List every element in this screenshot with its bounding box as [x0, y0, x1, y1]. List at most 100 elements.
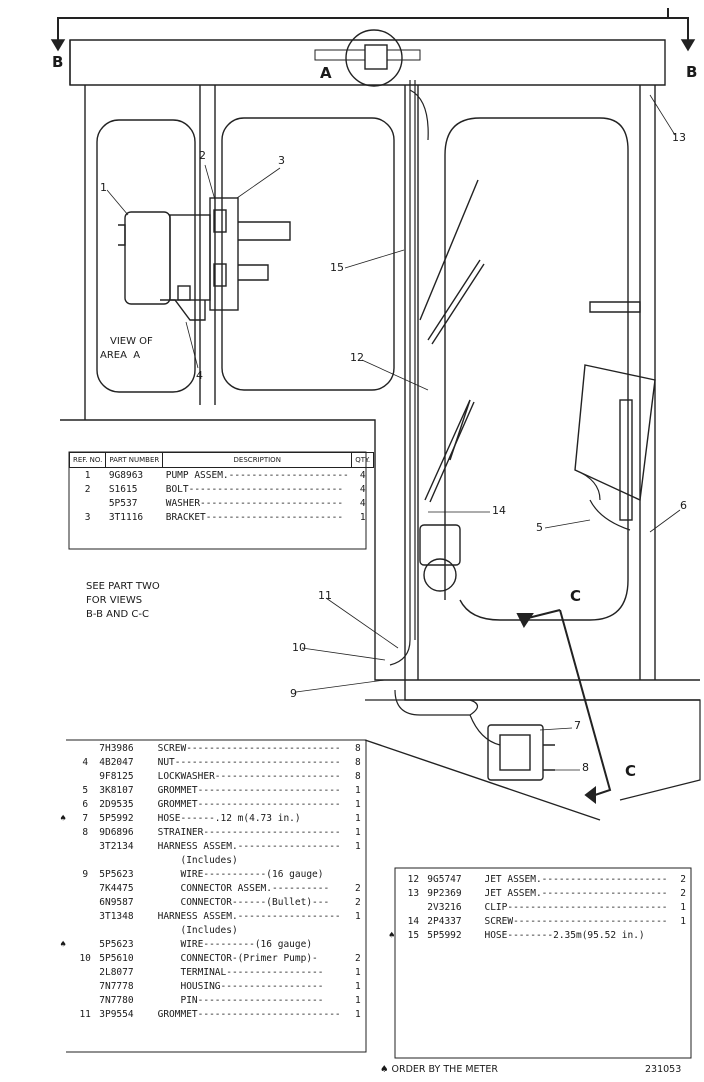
pump-detail — [118, 197, 291, 321]
callout-14: 14 — [492, 504, 506, 517]
part-cell: 5P537 — [108, 497, 138, 509]
mark-cell — [52, 979, 74, 993]
qty-cell: 4 — [359, 469, 366, 481]
part-cell: 9D6896 — [99, 826, 134, 838]
table-row: (Includes) — [52, 923, 368, 937]
callout-11: 11 — [318, 589, 332, 602]
door-handle — [574, 301, 656, 521]
part-cell: 7N7780 — [99, 994, 134, 1006]
mark-cell — [52, 853, 74, 867]
part-cell: 6N9587 — [99, 896, 134, 908]
section-b-right-label: B — [686, 63, 698, 81]
callout-5: 5 — [536, 521, 543, 534]
table-row: 7N7778 HOUSING------------------1 — [52, 979, 368, 993]
ref-cell — [74, 741, 96, 755]
part-cell: S1615 — [108, 483, 138, 495]
qty-cell: 1 — [359, 511, 366, 523]
see-note-line2: FOR VIEWS — [86, 595, 143, 606]
area-a-circle — [314, 29, 421, 87]
mark-cell — [52, 909, 74, 923]
mark-cell — [52, 965, 74, 979]
wiper-arms — [419, 179, 485, 592]
part-cell: 2P4337 — [427, 915, 462, 927]
desc-cell: HARNESS ASSEM.------------------ — [157, 840, 341, 852]
part-cell: 7H3986 — [99, 742, 134, 754]
ref-cell — [74, 965, 96, 979]
view-caption-line1: VIEW OF — [110, 336, 153, 347]
callout-8: 8 — [582, 761, 589, 774]
qty-cell: 8 — [355, 742, 361, 754]
mark-cell — [52, 769, 74, 783]
mark-cell — [52, 825, 74, 839]
qty-cell: 2 — [680, 887, 687, 899]
part-cell: 2D9535 — [99, 798, 134, 810]
qty-cell: 1 — [355, 840, 361, 852]
mark-cell — [52, 839, 74, 853]
mark-cell — [381, 886, 403, 900]
part-cell: 2V3216 — [427, 901, 462, 913]
desc-cell: GROMMET------------------------- — [157, 798, 341, 810]
ref-cell: 8 — [82, 826, 89, 838]
mark-cell — [52, 741, 74, 755]
table3-frame — [394, 867, 692, 1059]
qty-cell — [348, 923, 368, 937]
mark-cell — [52, 867, 74, 881]
mark-cell: ♠ — [388, 929, 395, 941]
mark-cell: ♠ — [60, 938, 66, 950]
section-c-lower-label: C — [625, 762, 637, 780]
callout-1: 1 — [100, 181, 107, 194]
mark-cell — [52, 993, 74, 1007]
part-cell: 9F8125 — [99, 770, 134, 782]
qty-cell: 1 — [355, 1008, 361, 1020]
header-qty: QTY. — [351, 452, 375, 468]
part-cell: 7N7778 — [99, 980, 134, 992]
order-note: ♠ ORDER BY THE METER — [380, 1064, 498, 1075]
callout-10: 10 — [292, 641, 306, 654]
see-note-line3: B-B AND C-C — [86, 609, 149, 620]
ref-cell: 9 — [82, 868, 89, 880]
ref-cell — [74, 881, 96, 895]
qty-cell — [348, 853, 368, 867]
part-cell: 3K8107 — [99, 784, 134, 796]
header-part: PART NUMBER — [105, 452, 164, 468]
desc-cell: HOSE--------2.35m(95.52 in.) — [484, 929, 645, 941]
mark-cell — [52, 881, 74, 895]
ref-cell: 12 — [407, 873, 420, 885]
desc-cell: (Includes) — [157, 924, 238, 936]
desc-cell: JET ASSEM.---------------------- — [484, 887, 668, 899]
part-cell: 5P5623 — [99, 938, 134, 950]
part-cell: 5P5610 — [99, 952, 134, 964]
qty-cell: 1 — [355, 994, 361, 1006]
header-ref: REF. NO. — [68, 452, 107, 468]
desc-cell: CONNECTOR ASSEM.---------- — [157, 882, 330, 894]
ref-cell: 1 — [84, 469, 91, 481]
desc-cell: PUMP ASSEM.--------------------- — [165, 469, 349, 481]
part-cell: 3P9554 — [99, 1008, 134, 1020]
desc-cell: CLIP---------------------------- — [484, 901, 668, 913]
qty-cell: 1 — [680, 915, 687, 927]
qty-cell: 1 — [355, 826, 361, 838]
qty-cell: 1 — [355, 910, 361, 922]
callout-9: 9 — [290, 687, 297, 700]
part-cell: 7K4475 — [99, 882, 134, 894]
see-note-line1: SEE PART TWO — [86, 581, 160, 592]
ref-cell: 11 — [79, 1008, 91, 1020]
hose-routing — [389, 80, 631, 746]
qty-cell: 2 — [355, 952, 361, 964]
qty-cell: 1 — [355, 980, 361, 992]
desc-cell: (Includes) — [157, 854, 238, 866]
part-cell: 3T2134 — [99, 840, 134, 852]
mark-cell — [52, 923, 74, 937]
table-row: 3 3T1116 BRACKET------------------------… — [70, 510, 374, 524]
section-line-b — [50, 8, 696, 52]
desc-cell: BRACKET------------------------ — [165, 511, 344, 523]
part-cell: 5P5623 — [99, 868, 134, 880]
